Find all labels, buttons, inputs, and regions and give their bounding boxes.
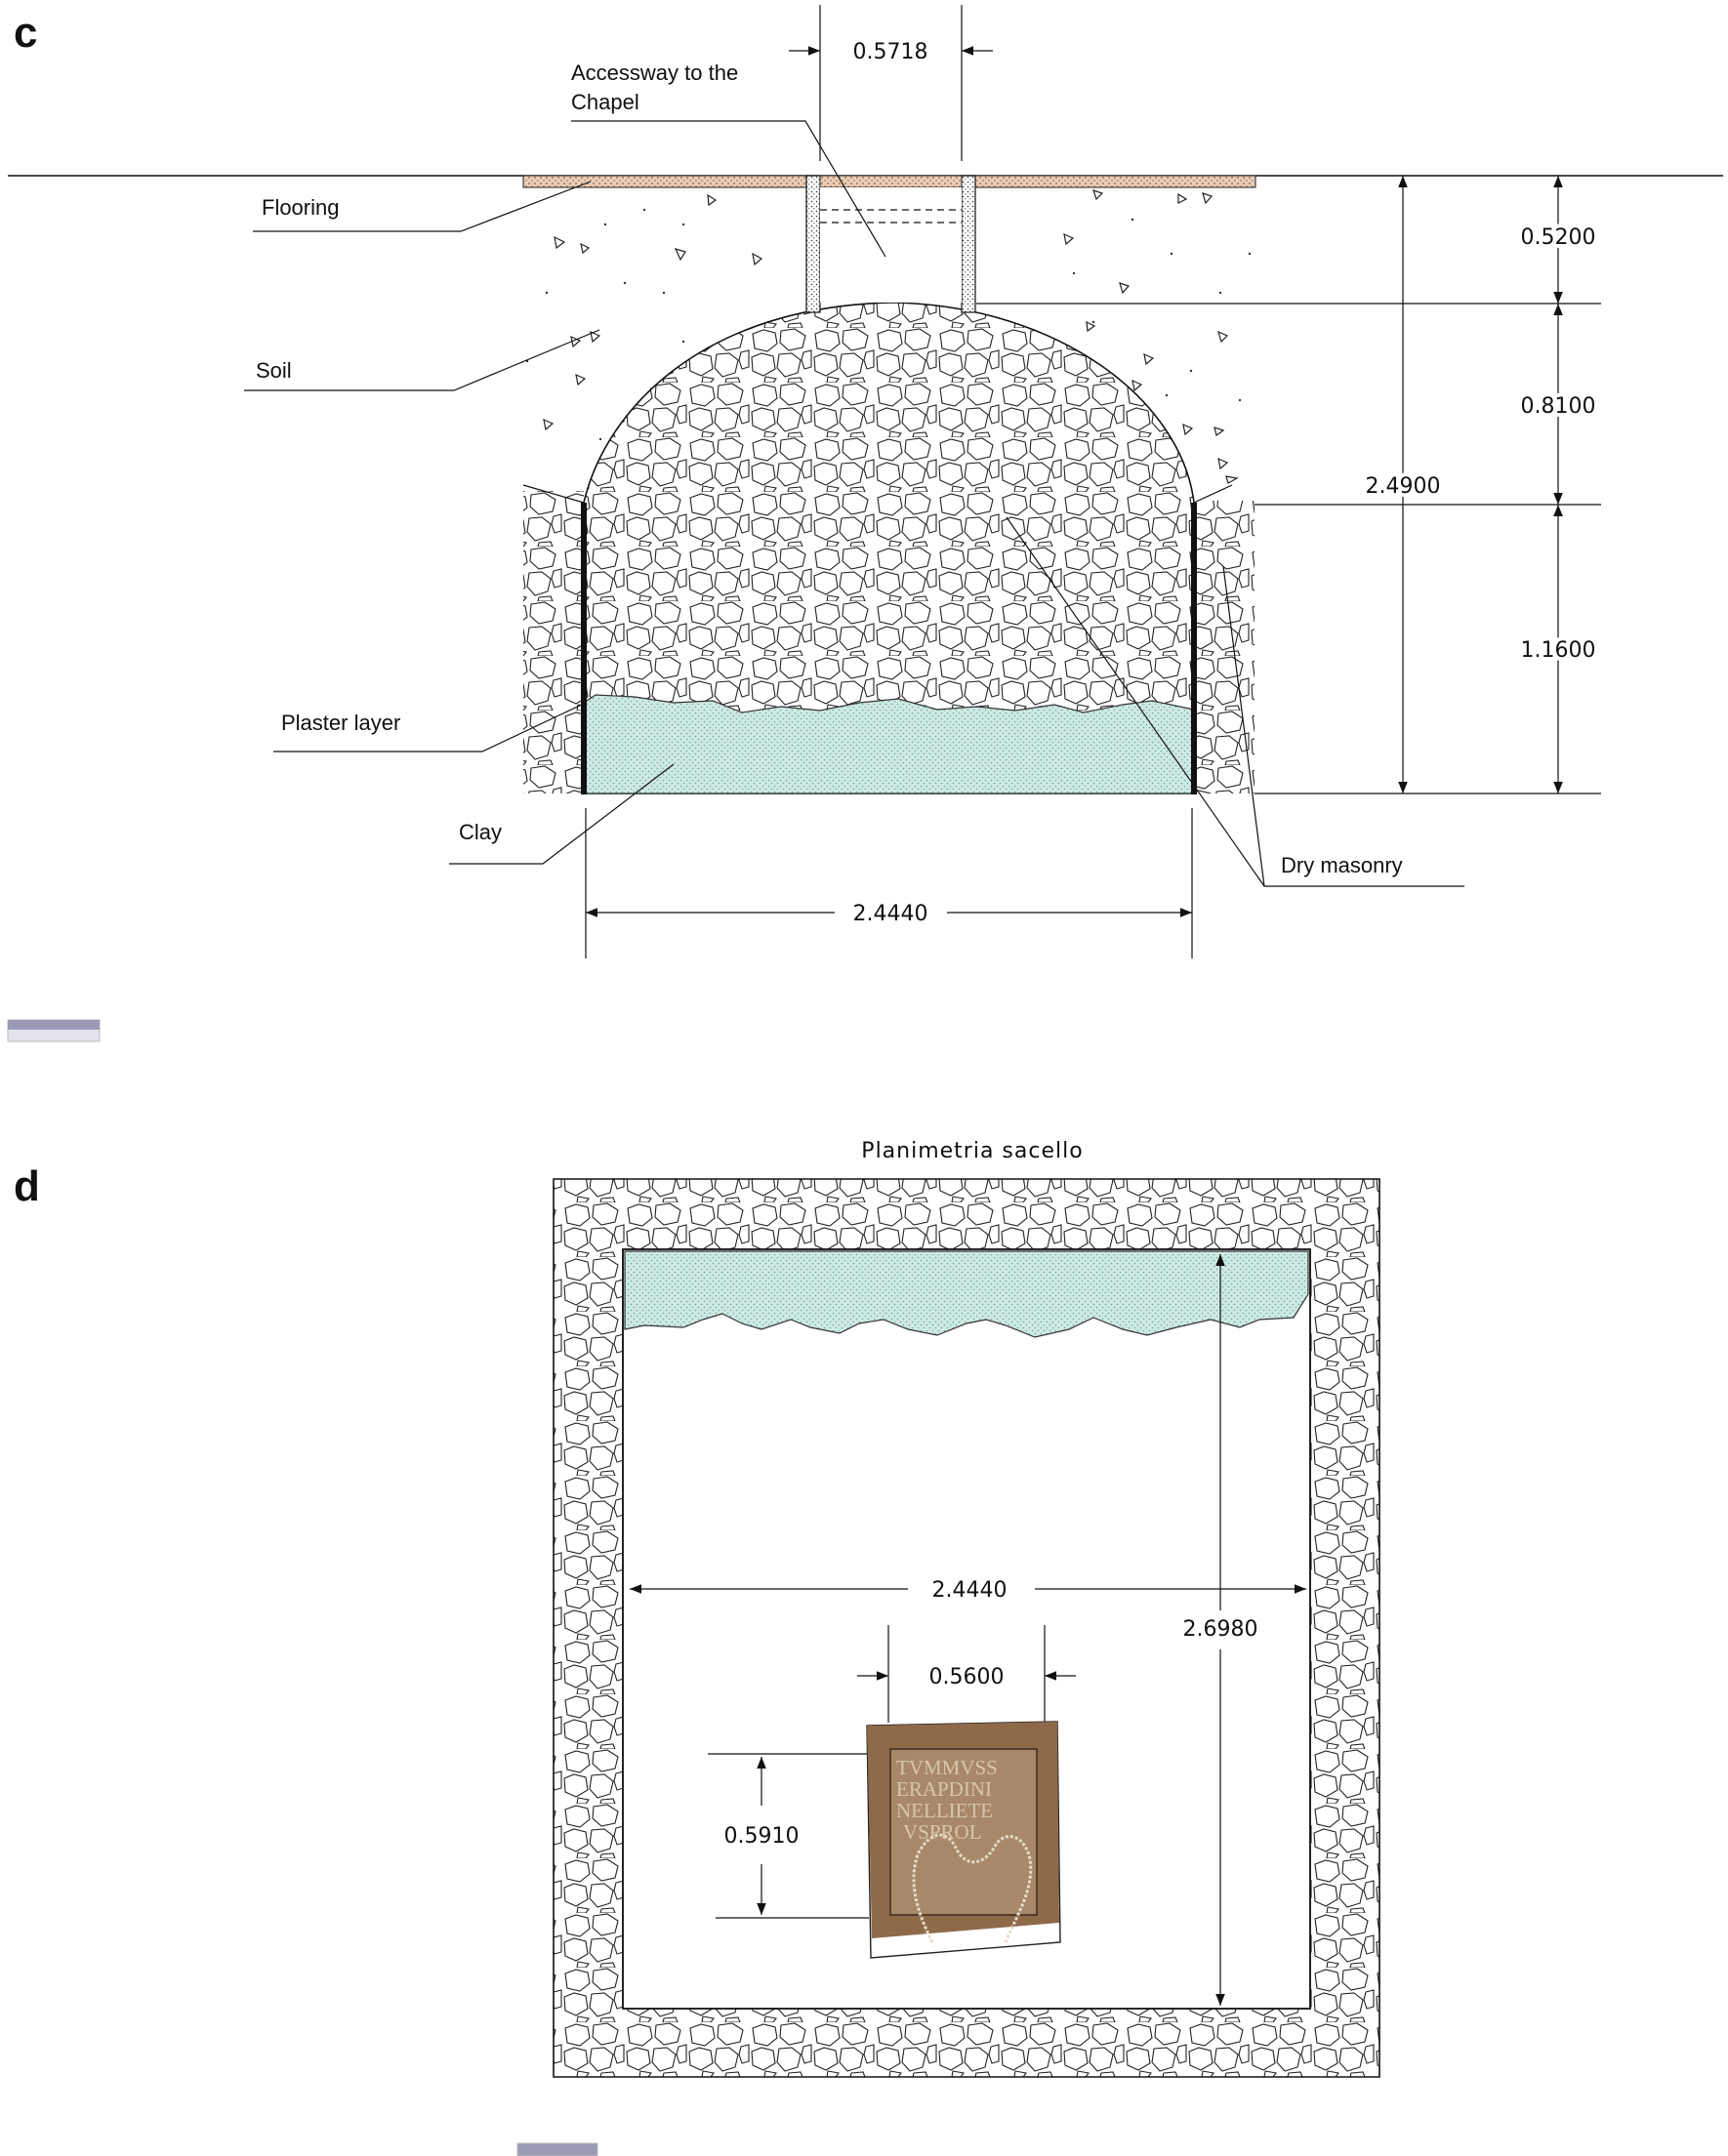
leader-accessway — [571, 120, 886, 258]
plan-dim-depth: 2.6980 — [1183, 1617, 1258, 1642]
clay-layer — [583, 694, 1195, 794]
plan-dim-width: 2.4440 — [932, 1578, 1008, 1603]
dim-floor-depth: 0.5200 — [1521, 225, 1596, 250]
inscription-line-3: NELLIETE — [896, 1799, 993, 1822]
label-dry-masonry: Dry masonry — [1281, 853, 1403, 877]
rope-decoration — [912, 1833, 1033, 1943]
right-wall-top — [1193, 484, 1233, 504]
dim-total-height: 2.4900 — [1366, 474, 1441, 499]
label-flooring: Flooring — [262, 195, 339, 220]
left-wall-masonry — [523, 491, 584, 793]
dim-dome-height: 0.8100 — [1521, 394, 1596, 419]
plan-title: Planimetria sacello — [861, 1139, 1083, 1163]
dome-masonry — [583, 302, 1195, 794]
panel-d-letter: d — [14, 1162, 40, 1210]
leader-plaster — [273, 702, 587, 753]
watermark-stamp-band — [8, 1020, 100, 1030]
panel-c-letter: c — [14, 9, 37, 57]
plan-dim-stone-width: 0.5600 — [929, 1665, 1005, 1689]
panel-c-section: c — [7, 5, 1723, 1042]
soil-dots — [525, 208, 1252, 441]
leader-soil — [244, 329, 600, 391]
accessway-opening — [820, 187, 962, 303]
dim-wall-height: 1.1600 — [1521, 638, 1596, 663]
watermark-stamp-2 — [516, 2142, 598, 2156]
dim-access-width: 0.5718 — [853, 40, 928, 64]
label-clay: Clay — [459, 820, 502, 844]
accessway-right-wall — [961, 175, 976, 313]
leader-flooring — [253, 181, 592, 232]
accessway-left-wall — [805, 175, 821, 313]
label-accessway-line2: Chapel — [571, 90, 639, 114]
plan-dim-stone-height: 0.5910 — [724, 1824, 800, 1849]
inscription-stone-photo: TVMMVSS ERAPDINI NELLIETE VSPROL — [866, 1721, 1061, 1959]
panel-d-plan: d Planimetria sacello 2.4440 2.6980 0.56… — [14, 1139, 1380, 2156]
right-wall-masonry — [1194, 501, 1255, 793]
plan-inner-room — [622, 1248, 1311, 2010]
label-plaster-layer: Plaster layer — [281, 711, 400, 735]
dim-width: 2.4440 — [853, 902, 928, 926]
inscription-panel — [889, 1748, 1038, 1916]
plan-clay-layer — [624, 1250, 1309, 1338]
leader-clay — [449, 763, 675, 865]
label-accessway: Accessway to the — [571, 61, 738, 85]
soil-texture — [543, 189, 1239, 484]
inscription-line-1: TVMMVSS — [896, 1756, 998, 1779]
leader-dry-masonry-2 — [1222, 565, 1265, 887]
left-wall-top — [522, 484, 585, 504]
inscription-line-4: VSPROL — [903, 1820, 982, 1844]
label-soil: Soil — [256, 358, 292, 383]
inscription-line-2: ERAPDINI — [896, 1777, 992, 1801]
